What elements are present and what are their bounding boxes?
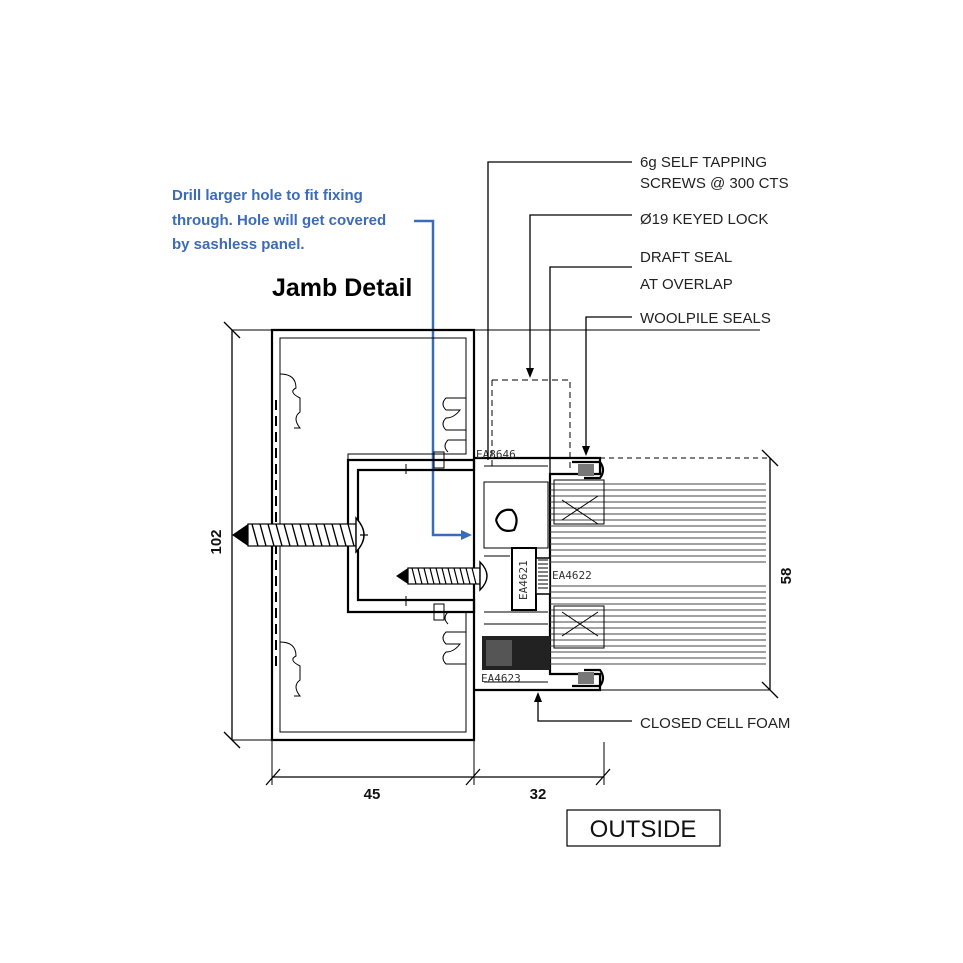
callout-draft-seal-line1: DRAFT SEAL bbox=[640, 249, 732, 266]
callout-woolpile-seals: WOOLPILE SEALS bbox=[640, 310, 771, 327]
drawing-title: Jamb Detail bbox=[272, 274, 412, 302]
callout-screws-line2: SCREWS @ 300 CTS bbox=[640, 175, 789, 192]
dimension-width-left: 45 bbox=[364, 786, 381, 803]
annotation-arrow-line bbox=[414, 219, 463, 537]
callout-screws-line1: 6g SELF TAPPING bbox=[640, 154, 767, 171]
glazing-panel bbox=[474, 457, 770, 691]
annotation-line-2: through. Hole will get covered bbox=[172, 212, 386, 229]
dimension-lines bbox=[223, 321, 779, 786]
annotation-arrowhead bbox=[461, 530, 472, 540]
annotation-line-1: Drill larger hole to fit fixing bbox=[172, 187, 363, 204]
fixing-screw-long bbox=[232, 516, 368, 554]
part-code-bottom: EA4623 bbox=[481, 672, 521, 685]
drill-hole-annotation: Drill larger hole to fit fixing through.… bbox=[172, 187, 472, 540]
sash-profile bbox=[474, 379, 605, 692]
callout-keyed-lock: Ø19 KEYED LOCK bbox=[640, 211, 768, 228]
callout-draft-seal-line2: AT OVERLAP bbox=[640, 276, 733, 293]
outside-label: OUTSIDE bbox=[590, 816, 697, 843]
part-code-middle: EA4621 bbox=[517, 560, 530, 600]
dimension-height-left: 102 bbox=[208, 529, 225, 554]
dimension-height-right: 58 bbox=[778, 568, 795, 585]
part-code-top: EA8646 bbox=[476, 448, 516, 461]
self-tapping-screw bbox=[396, 560, 488, 592]
callout-leaders bbox=[487, 161, 632, 722]
callout-closed-cell-foam: CLOSED CELL FOAM bbox=[640, 715, 790, 732]
outside-label-box bbox=[566, 809, 721, 847]
annotation-line-3: by sashless panel. bbox=[172, 236, 305, 253]
sub-frame-channel bbox=[346, 451, 476, 621]
part-code-right: EA4622 bbox=[552, 569, 592, 582]
dimension-width-right: 32 bbox=[530, 786, 547, 803]
